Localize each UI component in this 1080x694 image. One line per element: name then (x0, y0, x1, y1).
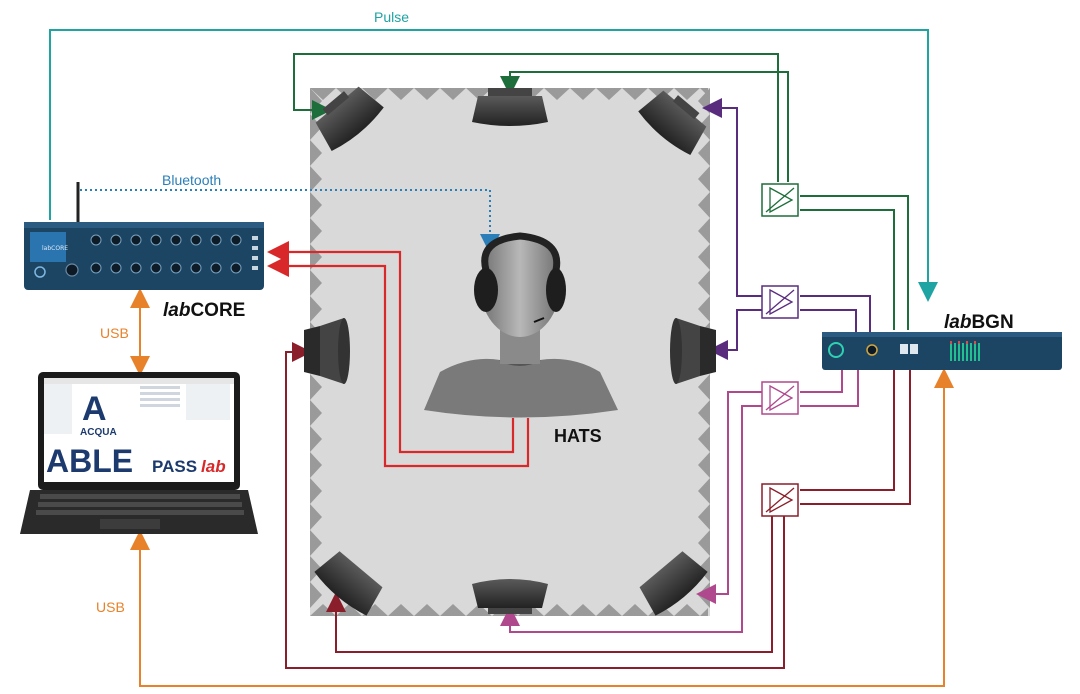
acqua-logo-text: ACQUA (80, 427, 117, 438)
headphone-right-icon (546, 268, 566, 312)
usb-line-bottom (130, 368, 954, 687)
hats-mannequin (424, 232, 618, 418)
pulse-label: Pulse (374, 9, 409, 25)
magenta-speaker-lines (500, 370, 859, 633)
pass-logo-lab: lab (201, 457, 226, 476)
speaker-bottom-center (472, 579, 548, 614)
speaker-top-right (638, 90, 707, 156)
hats-label: HATS (554, 426, 602, 446)
green-speaker-lines (293, 53, 909, 330)
amplifier-magenta (761, 381, 799, 415)
amplifier-green (761, 183, 799, 217)
labcore-label: labCORE (163, 300, 245, 321)
speaker-top-left (315, 86, 384, 152)
able-logo-text: ABLE (46, 443, 133, 479)
acqua-logo-mark: A (82, 390, 107, 428)
bluetooth-line (80, 189, 500, 254)
power-icon (34, 266, 46, 278)
trackpad (100, 519, 160, 529)
speaker-right (670, 318, 716, 384)
pulse-line (49, 29, 938, 302)
labcore-label-prefix: lab (163, 300, 191, 321)
amplifier-purple (761, 285, 799, 319)
labbgn-label-suffix: BGN (971, 312, 1013, 333)
usb-label-bottom: USB (96, 599, 125, 615)
headphone-left-icon (474, 268, 498, 312)
labcore-device: labCORE (24, 182, 264, 290)
speaker-top-center (472, 88, 548, 126)
laptop (20, 372, 258, 534)
labcore-label-suffix: CORE (190, 300, 245, 321)
usb-label-top: USB (100, 325, 129, 341)
labcore-panel-text: labCORE (42, 245, 68, 252)
speaker-bottom-right (639, 551, 708, 616)
bluetooth-label: Bluetooth (162, 172, 221, 188)
pass-logo-main: PASS (152, 457, 197, 476)
labbgn-label-prefix: lab (944, 312, 972, 333)
hats-mic-lines (267, 241, 530, 468)
speaker-left (304, 318, 350, 384)
purple-speaker-lines (702, 98, 871, 360)
amplifier-darkred (761, 483, 799, 517)
labbgn-device (822, 332, 1062, 370)
speaker-bottom-left (314, 551, 383, 616)
labbgn-power-icon (828, 342, 844, 358)
level-meter (950, 343, 980, 361)
labbgn-label: labBGN (944, 312, 1014, 333)
